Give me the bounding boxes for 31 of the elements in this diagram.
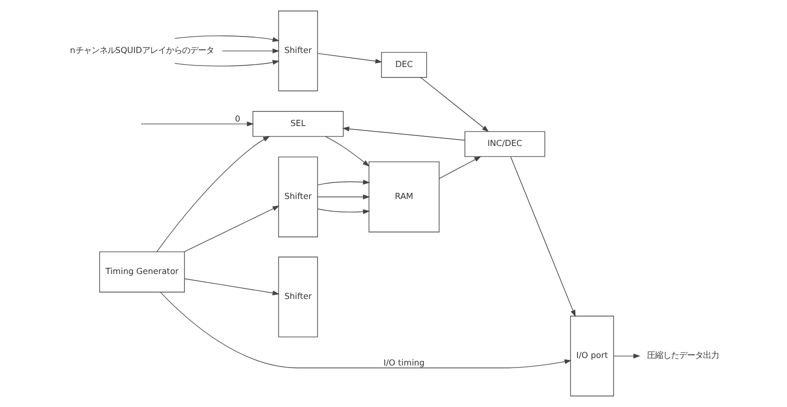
node-box: I/O port	[570, 316, 614, 396]
arrow	[160, 292, 572, 368]
edge-label: 0	[234, 114, 240, 124]
node-text: nチャンネルSQUIDアレイからのデータ	[70, 45, 214, 56]
arrow	[316, 53, 382, 64]
arrow	[316, 208, 370, 214]
arrow	[184, 206, 280, 252]
arrow	[221, 48, 280, 54]
arrow	[184, 278, 279, 296]
arrow	[316, 194, 370, 200]
arrow	[342, 126, 465, 141]
node-box: RAM	[368, 161, 440, 232]
node-box: Shifter	[278, 10, 318, 92]
node-box: DEC	[380, 52, 427, 78]
node-box: SEL	[252, 111, 344, 137]
node-box: Shifter	[278, 256, 318, 338]
node-box: Timing Generator	[98, 251, 184, 292]
arrow	[420, 77, 488, 132]
arrow	[612, 354, 640, 358]
arrow	[324, 136, 370, 167]
node-text: 圧縮したデータ出力	[646, 350, 718, 360]
arrow	[510, 156, 576, 318]
arrow	[316, 180, 370, 186]
node-box: Shifter	[278, 156, 318, 238]
arrow	[174, 60, 280, 66]
edge-label: I/O timing	[383, 358, 424, 368]
arrow	[438, 156, 481, 179]
arrow	[142, 121, 254, 126]
arrow	[174, 36, 280, 42]
node-box: INC/DEC	[464, 131, 545, 157]
arrow	[156, 136, 270, 252]
